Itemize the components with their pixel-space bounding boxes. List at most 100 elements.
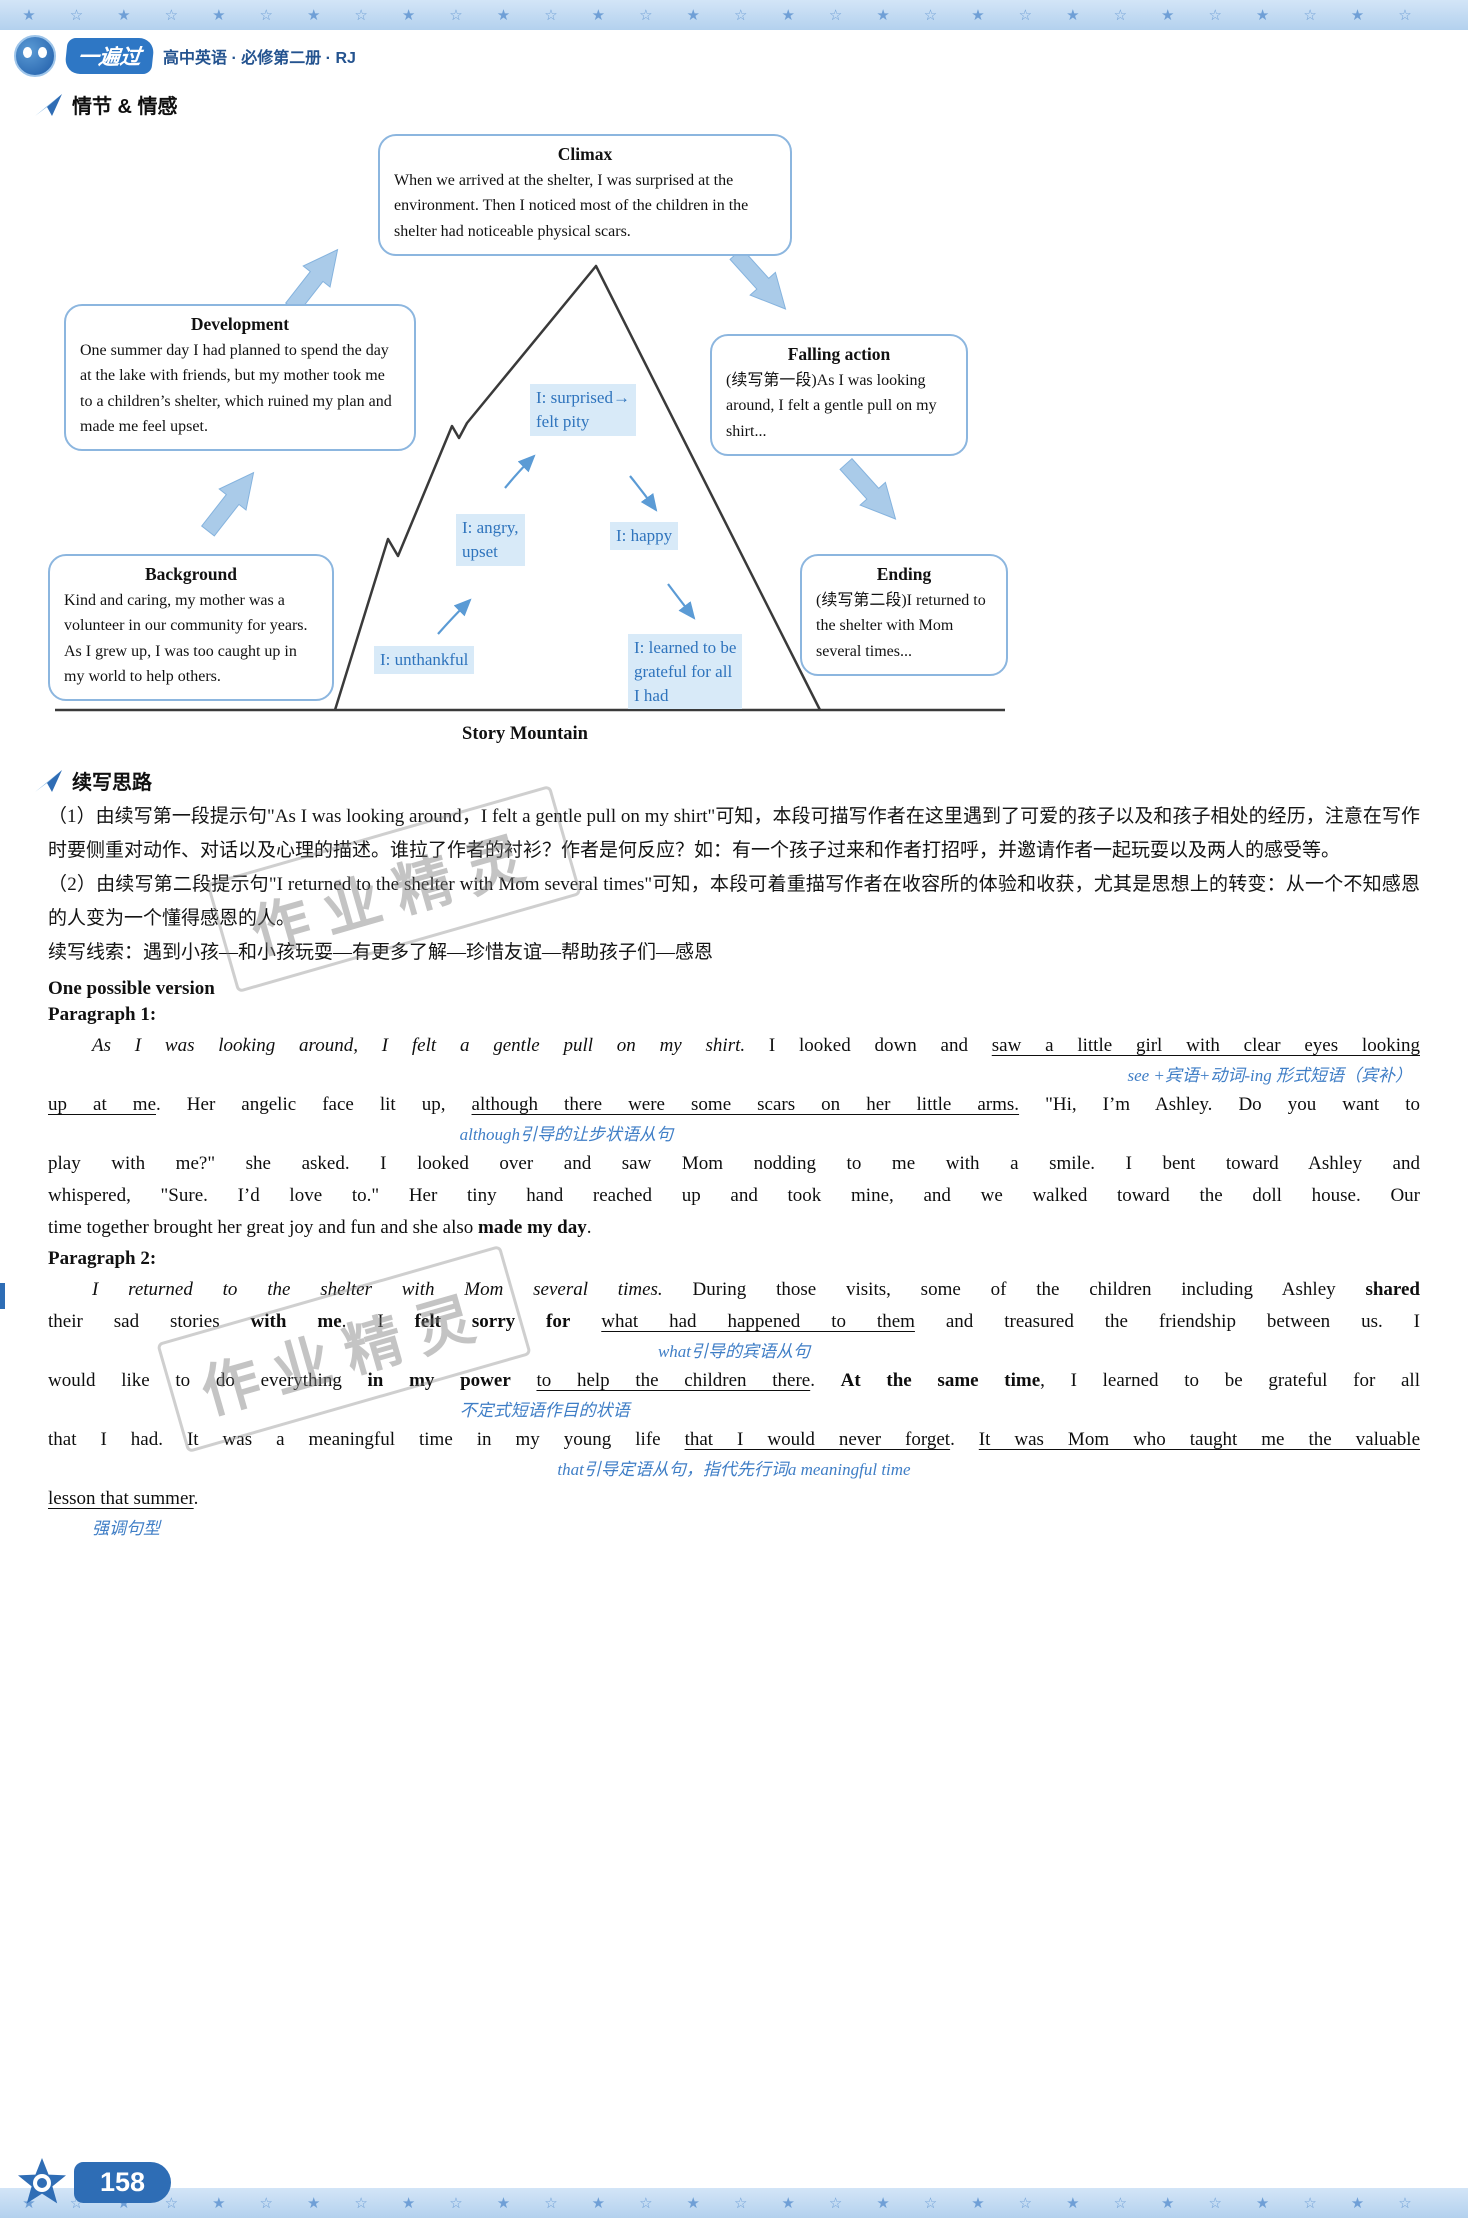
essay-text-segment: play with me?" she asked. I looked over … [48,1153,1420,1174]
essay-text-segment: their sad stories [48,1311,251,1332]
bottom-decor-border: ★☆★☆★☆★☆★☆★☆★☆★☆★☆★☆★☆★☆★☆★☆★☆ [0,2188,1468,2218]
falling-action-box: Falling action (续写第一段)As I was looking a… [710,334,968,456]
emotion-label-grateful: I: learned to be grateful for all I had [628,634,743,710]
essay-line: As I was looking around, I felt a gentle… [48,1030,1420,1062]
essay-text-segment: up at me [48,1094,156,1115]
essay-text-segment: . Her angelic face lit up, [156,1094,472,1115]
paragraph-1-body: As I was looking around, I felt a gentle… [48,1030,1420,1244]
essay-text-segment: what had happened to them [601,1311,915,1332]
essay-text-segment: . I [341,1311,415,1332]
essay-line: lesson that summer. [48,1483,1420,1515]
essay-text-segment [570,1311,601,1332]
grammar-annotation: that引导定语从句，指代先行词a meaningful time [557,1460,911,1479]
essay-text-segment: "Hi, I’m Ashley. Do you want to [1019,1094,1420,1115]
star-pattern: ★☆★☆★☆★☆★☆★☆★☆★☆★☆★☆★☆★☆★☆★☆★☆ [22,2194,1446,2212]
box-title: Background [144,564,238,584]
brand-logo-icon [14,35,56,77]
essay-line: their sad stories with me. I felt sorry … [48,1306,1420,1338]
essay-text-segment: whispered, "Sure. I’d love to." Her tiny… [48,1185,1420,1206]
box-text: (续写第二段)I returned to the shelter with Mo… [816,592,986,660]
box-text: One summer day I had planned to spend th… [80,342,392,435]
guidance-point-2: （2）由续写第二段提示句"I returned to the shelter w… [48,874,1420,929]
essay-line: would like to do everything in my power … [48,1365,1420,1397]
section-header-guide: 续写思路 [34,766,152,795]
box-title: Falling action [787,344,891,364]
guidance-clue: 续写线索：遇到小孩—和小孩玩耍—有更多了解—珍惜友谊—帮助孩子们—感恩 [48,942,714,963]
emotion-trend-arrows [437,454,696,635]
essay-text-segment: I returned to the shelter with Mom sever… [92,1279,663,1300]
page-header: 一遍过 高中英语 · 必修第二册 · RJ [14,34,356,78]
essay-text-segment: . [950,1429,979,1450]
essay-line: I returned to the shelter with Mom sever… [48,1274,1420,1306]
edge-mark [0,1283,5,1309]
essay-text-segment: felt sorry for [414,1311,571,1332]
essay-line: play with me?" she asked. I looked over … [48,1148,1420,1180]
essay-text-segment: saw a little girl with clear eyes lookin… [991,1035,1420,1056]
essay-text-segment: lesson that summer [48,1488,194,1509]
trend-arrow-down-icon [629,475,658,512]
trend-arrow-up-icon [504,454,536,489]
essay-text-segment: shared [1365,1279,1420,1300]
paper-plane-icon [35,93,62,116]
box-title: Ending [876,564,932,584]
essay-text-segment: . [193,1488,199,1509]
version-title: One possible version [48,978,215,999]
ending-box: Ending (续写第二段)I returned to the shelter … [800,554,1008,676]
trend-arrow-up-icon [437,598,472,635]
grammar-annotation: 不定式短语作目的状语 [459,1401,630,1420]
box-title: Climax [557,144,613,164]
essay-text-segment: I looked down and [745,1035,992,1056]
top-decor-border: ★☆★☆★☆★☆★☆★☆★☆★☆★☆★☆★☆★☆★☆★☆★☆ [0,0,1468,30]
essay-text-segment: At the same time [840,1370,1041,1391]
essay-text-segment: It was Mom who taught me the valuable [978,1429,1421,1450]
essay-text-segment: although there were some scars on her li… [471,1094,1020,1115]
essay-text-segment: to help the children there [536,1370,811,1391]
section-title: 情节 & 情感 [72,96,178,118]
essay-text-segment: time together brought her great joy and … [48,1217,479,1238]
essay-text-segment: in my power [367,1370,511,1391]
essay-text-segment: that I would never forget [684,1429,951,1450]
page-footer: 158 [16,2156,172,2208]
essay-line: up at me. Her angelic face lit up, altho… [48,1089,1420,1121]
box-text: Kind and caring, my mother was a volunte… [64,592,308,685]
emotion-label-unthankful: I: unthankful [374,646,475,674]
emotion-label-surprised: I: surprised→ felt pity [530,384,636,436]
brand-name: 一遍过 [64,38,155,74]
essay-line: that I had. It was a meaningful time in … [48,1424,1420,1456]
essay-text-segment: and treasured the friendship between us.… [914,1311,1421,1332]
essay-text-segment: , I learned to be grateful for all [1040,1370,1420,1391]
background-box: Background Kind and caring, my mother wa… [48,554,334,702]
paragraph-2-title: Paragraph 2: [48,1248,157,1269]
box-text: (续写第一段)As I was looking around, I felt a… [726,372,937,440]
essay-text-segment: As I was looking around, I felt a gentle… [92,1035,746,1056]
essay-text-segment: with me [250,1311,342,1332]
emotion-label-angry: I: angry, upset [456,514,525,566]
essay-text-segment: would like to do everything [48,1370,368,1391]
mountain-outline [333,264,822,711]
grammar-annotation: see +宾语+动词-ing 形式短语（宾补） [1127,1066,1412,1085]
guidance-point-1: （1）由续写第一段提示句"As I was looking around，I f… [48,806,1420,861]
paper-plane-icon [35,769,62,792]
mountain-graphic [55,238,1005,712]
book-subtitle: 高中英语 · 必修第二册 · RJ [163,50,356,67]
essay-text-segment: During those visits, some of the childre… [662,1279,1366,1300]
emotion-label-happy: I: happy [610,522,679,550]
grammar-annotation: 强调句型 [92,1519,160,1538]
trend-arrow-down-icon [667,583,696,620]
essay-text-segment: . [810,1370,841,1391]
arrow-falling-to-ending-icon [832,452,909,531]
essay-text-segment [511,1370,537,1391]
grammar-annotation: what引导的宾语从句 [657,1342,811,1361]
page-number: 158 [74,2161,172,2203]
section-header-plot: 情节 & 情感 [34,90,178,119]
climax-box: Climax When we arrived at the shelter, I… [378,134,792,256]
essay-text-segment: . [586,1217,592,1238]
star-icon [18,2158,66,2204]
paragraph-2-body: I returned to the shelter with Mom sever… [48,1274,1420,1542]
paragraph-1-title: Paragraph 1: [48,1004,157,1025]
box-title: Development [190,314,290,334]
diagram-caption: Story Mountain [462,724,588,744]
section-title: 续写思路 [72,772,152,794]
essay-line: whispered, "Sure. I’d love to." Her tiny… [48,1180,1420,1212]
